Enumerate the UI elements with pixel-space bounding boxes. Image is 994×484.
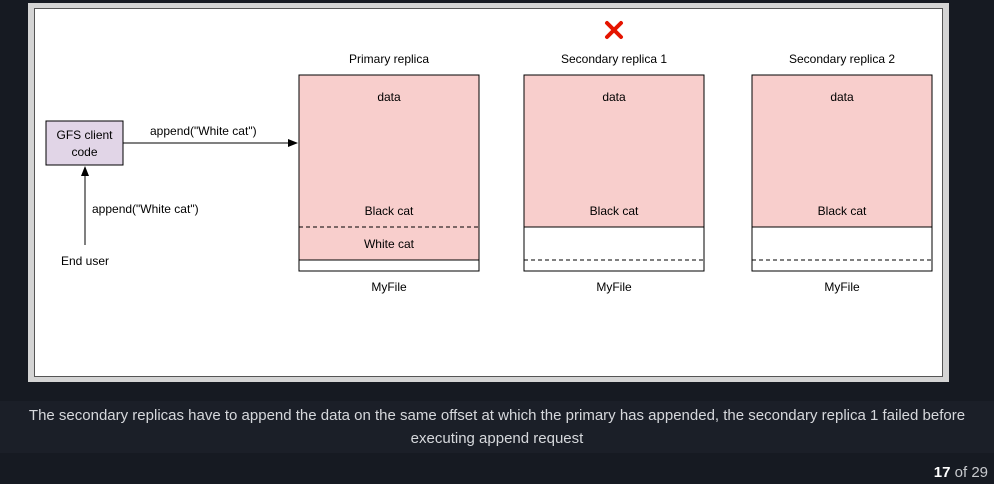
primary-data-label: data — [377, 90, 401, 104]
caption-text: The secondary replicas have to append th… — [28, 407, 966, 447]
end-user-label: End user — [61, 254, 109, 268]
secondary-replica-2-title: Secondary replica 2 — [789, 52, 895, 66]
primary-file-label: MyFile — [371, 280, 407, 294]
secondary-replica-1-title: Secondary replica 1 — [561, 52, 667, 66]
primary-data-region — [298, 74, 480, 261]
secondary-1-file-label: MyFile — [596, 280, 632, 294]
pager-current: 17 — [933, 464, 951, 481]
secondary-replica-1: Secondary replica 1 data Black cat MyFil… — [523, 52, 705, 294]
secondary-replica-2: Secondary replica 2 data Black cat MyFil… — [751, 52, 933, 294]
slide-frame: GFS client code append("White cat") End … — [28, 3, 949, 382]
pager-of: of — [954, 464, 968, 481]
secondary-1-data-region — [523, 74, 705, 228]
primary-replica: Primary replica data Black cat White cat… — [298, 52, 480, 294]
gfs-client-label-line2: code — [71, 145, 97, 159]
secondary-2-file-label: MyFile — [824, 280, 860, 294]
client-to-primary-arrow-label: append("White cat") — [150, 124, 257, 138]
secondary-2-data-region — [751, 74, 933, 228]
failure-x-icon — [605, 21, 623, 39]
pager-total: 29 — [971, 464, 988, 481]
slide-canvas: GFS client code append("White cat") End … — [34, 8, 943, 377]
gfs-client-box — [45, 120, 124, 166]
primary-existing-record: Black cat — [365, 204, 414, 218]
user-to-client-arrow-label: append("White cat") — [92, 202, 199, 216]
secondary-1-data-label: data — [602, 90, 626, 104]
gfs-client-label-line1: GFS client — [56, 128, 113, 142]
secondary-2-data-label: data — [830, 90, 854, 104]
slide-caption: The secondary replicas have to append th… — [0, 401, 994, 453]
secondary-1-existing-record: Black cat — [590, 204, 639, 218]
primary-replica-title: Primary replica — [349, 52, 429, 66]
gfs-append-diagram: GFS client code append("White cat") End … — [45, 21, 933, 294]
primary-appended-record: White cat — [364, 237, 415, 251]
secondary-2-existing-record: Black cat — [818, 204, 867, 218]
slide-pager: 17 of 29 — [934, 464, 988, 481]
